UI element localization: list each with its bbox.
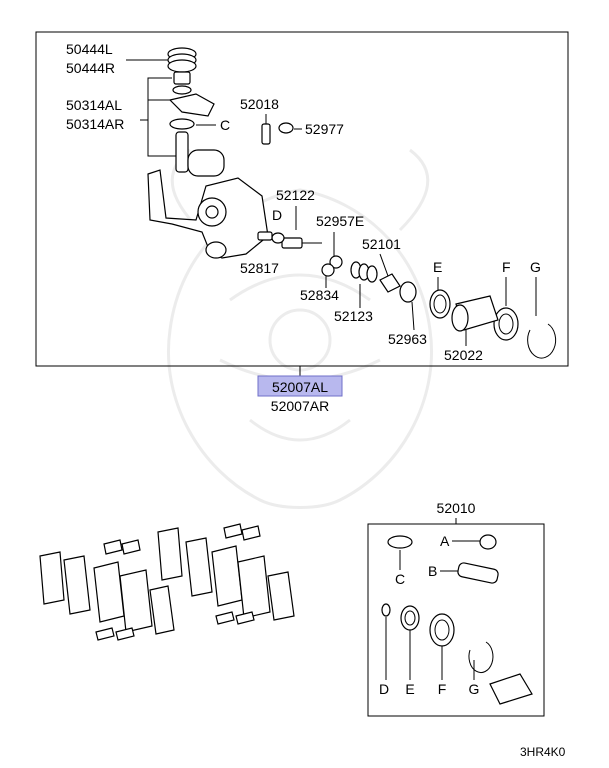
part-label-52123[interactable]: 52123 (334, 308, 373, 324)
leader-52963 (411, 301, 415, 331)
part-label-52007ar[interactable]: 52007AR (271, 398, 329, 414)
ref-label-c[interactable]: C (220, 117, 230, 133)
leader-50314-bot (147, 120, 178, 157)
part-label-52977[interactable]: 52977 (305, 121, 344, 137)
kit-ref-label-c[interactable]: C (395, 571, 405, 587)
brake-pad-set-right (157, 523, 295, 625)
boot-small-part (329, 255, 343, 269)
o-ring-d-part (271, 232, 285, 244)
grease-packet (489, 673, 533, 705)
kit-ref-label-d[interactable]: D (379, 681, 389, 697)
part-label-50314ar[interactable]: 50314AR (66, 116, 124, 132)
kit-ref-label-e[interactable]: E (405, 681, 414, 697)
assembly-highlight (257, 375, 343, 397)
caliper-body-part (147, 149, 269, 259)
seal-52963-part (399, 281, 417, 303)
part-label-50444r[interactable]: 50444R (66, 60, 115, 76)
kit-part-d (381, 603, 391, 617)
part-label-52834[interactable]: 52834 (300, 287, 339, 303)
part-label-50314al[interactable]: 50314AL (66, 97, 122, 113)
part-label-52101[interactable]: 52101 (362, 236, 401, 252)
caliper-frame (35, 31, 569, 367)
kit-ref-label-f[interactable]: F (438, 681, 447, 697)
ref-label-g[interactable]: G (530, 259, 541, 275)
bleeder-cap-part (278, 122, 294, 134)
part-label-52963[interactable]: 52963 (388, 331, 427, 347)
bleeder-screw-part (261, 123, 271, 145)
bracket-parts (168, 71, 215, 173)
part-label-52817[interactable]: 52817 (240, 260, 279, 276)
diagram-code: 3HR4K0 (520, 745, 566, 759)
part-label-52007al[interactable]: 52007AL (272, 379, 328, 395)
kit-part-c (387, 535, 413, 549)
washer-part (321, 263, 335, 277)
part-label-52018[interactable]: 52018 (240, 96, 279, 112)
kit-ref-label-a[interactable]: A (440, 533, 450, 549)
ref-label-f[interactable]: F (502, 259, 511, 275)
sleeve-pin-part (257, 231, 273, 241)
piston-part (451, 295, 499, 332)
kit-part-b (457, 562, 499, 584)
guide-pin-part (281, 237, 322, 249)
ref-label-e[interactable]: E (433, 259, 442, 275)
seal-kit-frame (367, 523, 545, 717)
leader-52101 (379, 253, 389, 277)
part-label-52022[interactable]: 52022 (444, 347, 483, 363)
part-label-52122[interactable]: 52122 (276, 187, 315, 203)
part-label-52010[interactable]: 52010 (437, 500, 476, 516)
kit-part-g (468, 641, 494, 673)
snap-ring-g-part (527, 323, 557, 359)
part-label-50444l[interactable]: 50444L (66, 41, 113, 57)
ref-label-d[interactable]: D (272, 207, 282, 223)
lock-pin-part (379, 273, 401, 293)
kit-part-a (479, 534, 497, 550)
kit-ref-label-g[interactable]: G (469, 681, 480, 697)
lock-spring-part (350, 261, 378, 283)
leader-50314-top (140, 77, 172, 121)
pad-spring-part (167, 47, 197, 73)
kit-ref-label-b[interactable]: B (428, 563, 437, 579)
part-label-52957e[interactable]: 52957E (316, 213, 364, 229)
brake-pad-set-left (39, 539, 175, 641)
